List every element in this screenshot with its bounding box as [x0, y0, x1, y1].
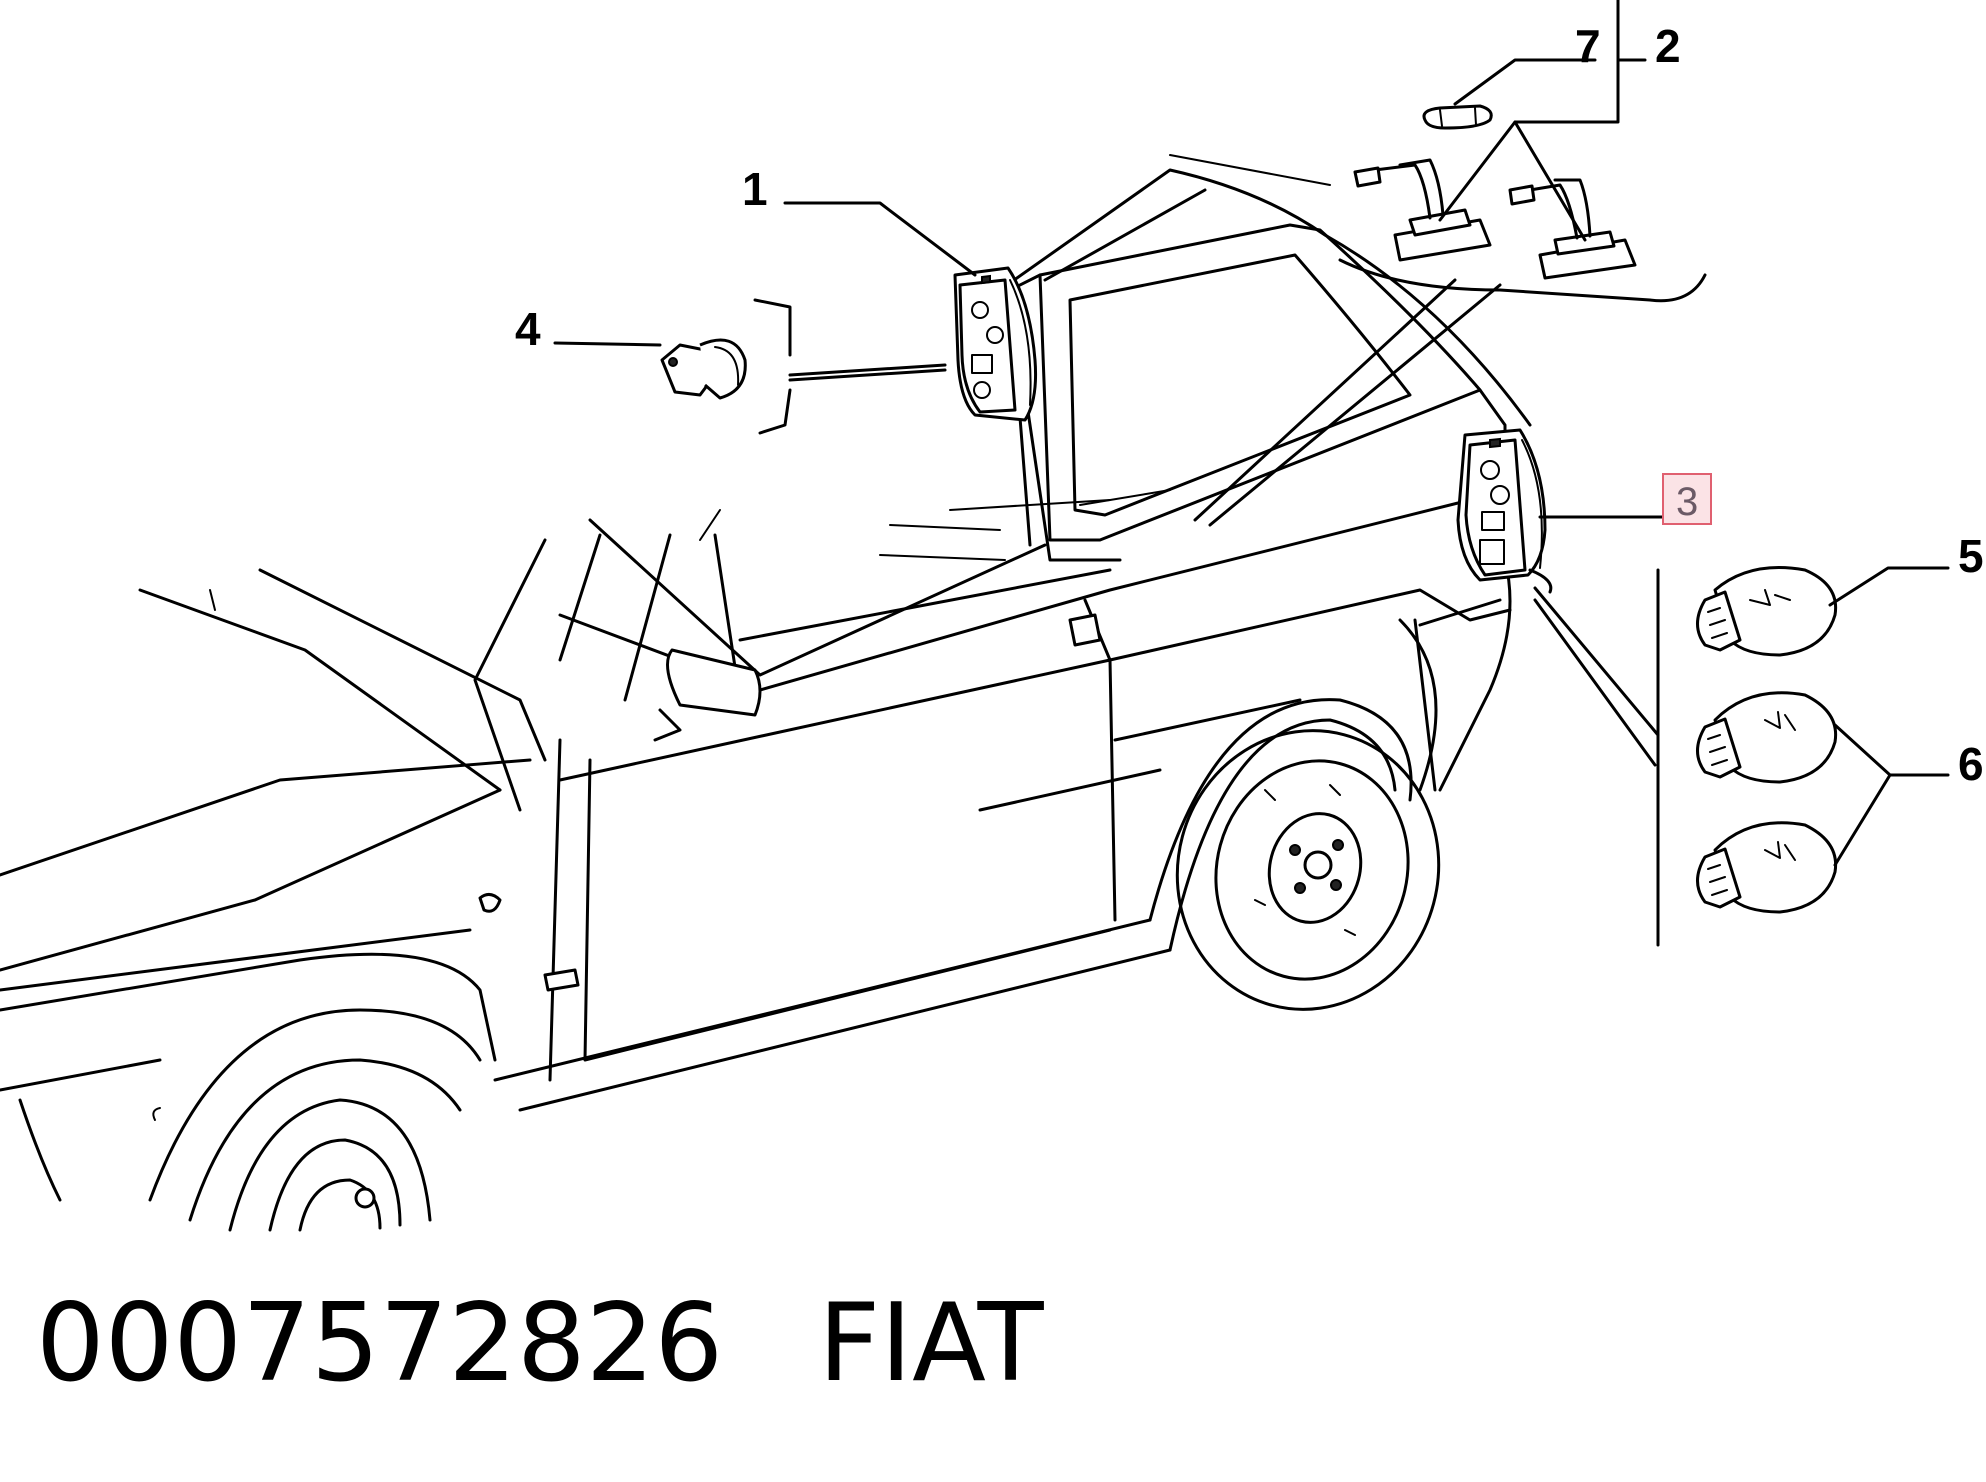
callout-1[interactable]: 1 — [742, 163, 768, 215]
callout-3[interactable]: 3 — [1676, 480, 1698, 524]
part-6-bulb-a[interactable] — [1696, 691, 1838, 784]
callout-5[interactable]: 5 — [1958, 530, 1984, 582]
part-6-bulb-b[interactable] — [1696, 821, 1838, 914]
brand-name: FIAT — [818, 1281, 1044, 1406]
callout-4[interactable]: 4 — [515, 303, 541, 355]
part-2-plate-lamps[interactable] — [1338, 158, 1707, 303]
leader-lines — [553, 0, 1950, 947]
car-illustration — [0, 154, 1532, 1232]
callout-6[interactable]: 6 — [1958, 738, 1984, 790]
part-5-bulb[interactable] — [1696, 566, 1838, 657]
part-number: 0007572826 — [36, 1281, 724, 1406]
callouts: 1 2 4 5 6 7 3 — [515, 20, 1984, 790]
part-1-lamp[interactable] — [953, 266, 1037, 422]
callout-2[interactable]: 2 — [1655, 20, 1681, 72]
rear-wheel — [1175, 729, 1441, 1011]
front-wheel — [228, 1098, 432, 1232]
part-3-lamp[interactable] — [1456, 428, 1547, 582]
callout-7[interactable]: 7 — [1575, 20, 1601, 72]
part-4-bulb-holder[interactable] — [660, 338, 747, 400]
highlight-box — [1662, 473, 1712, 525]
part-7-festoon-bulb[interactable] — [1422, 104, 1493, 130]
callout-3-highlight[interactable]: 3 — [1662, 473, 1712, 525]
